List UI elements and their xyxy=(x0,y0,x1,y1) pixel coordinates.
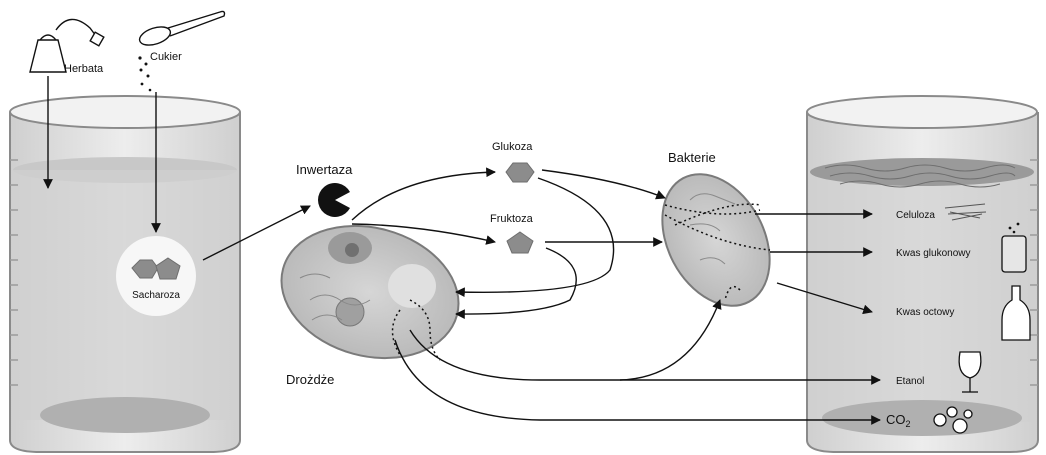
acetic-acid-label: Kwas octowy xyxy=(896,307,954,318)
right-beaker xyxy=(807,96,1038,452)
bacteria-label: Bakterie xyxy=(668,150,716,165)
ethanol-label: Etanol xyxy=(896,376,924,387)
tea-label: Herbata xyxy=(64,63,104,75)
glucose-label: Glukoza xyxy=(492,141,533,153)
sugar-label: Cukier xyxy=(150,51,182,63)
pacman-enzyme-icon xyxy=(318,183,350,217)
sucrose-label: Sacharoza xyxy=(132,290,180,301)
yeast-label: Drożdże xyxy=(286,372,334,387)
gluconic-acid-label: Kwas glukonowy xyxy=(896,248,970,259)
hexagon-molecule-icon xyxy=(506,163,534,182)
cellulose-label: Celuloza xyxy=(896,210,935,221)
bacteria-cell xyxy=(641,156,791,325)
pentagon-molecule-icon xyxy=(507,232,533,253)
fructose-label: Fruktoza xyxy=(490,213,534,225)
sucrose-molecule xyxy=(116,236,196,316)
invertase-label: Inwertaza xyxy=(296,162,353,177)
